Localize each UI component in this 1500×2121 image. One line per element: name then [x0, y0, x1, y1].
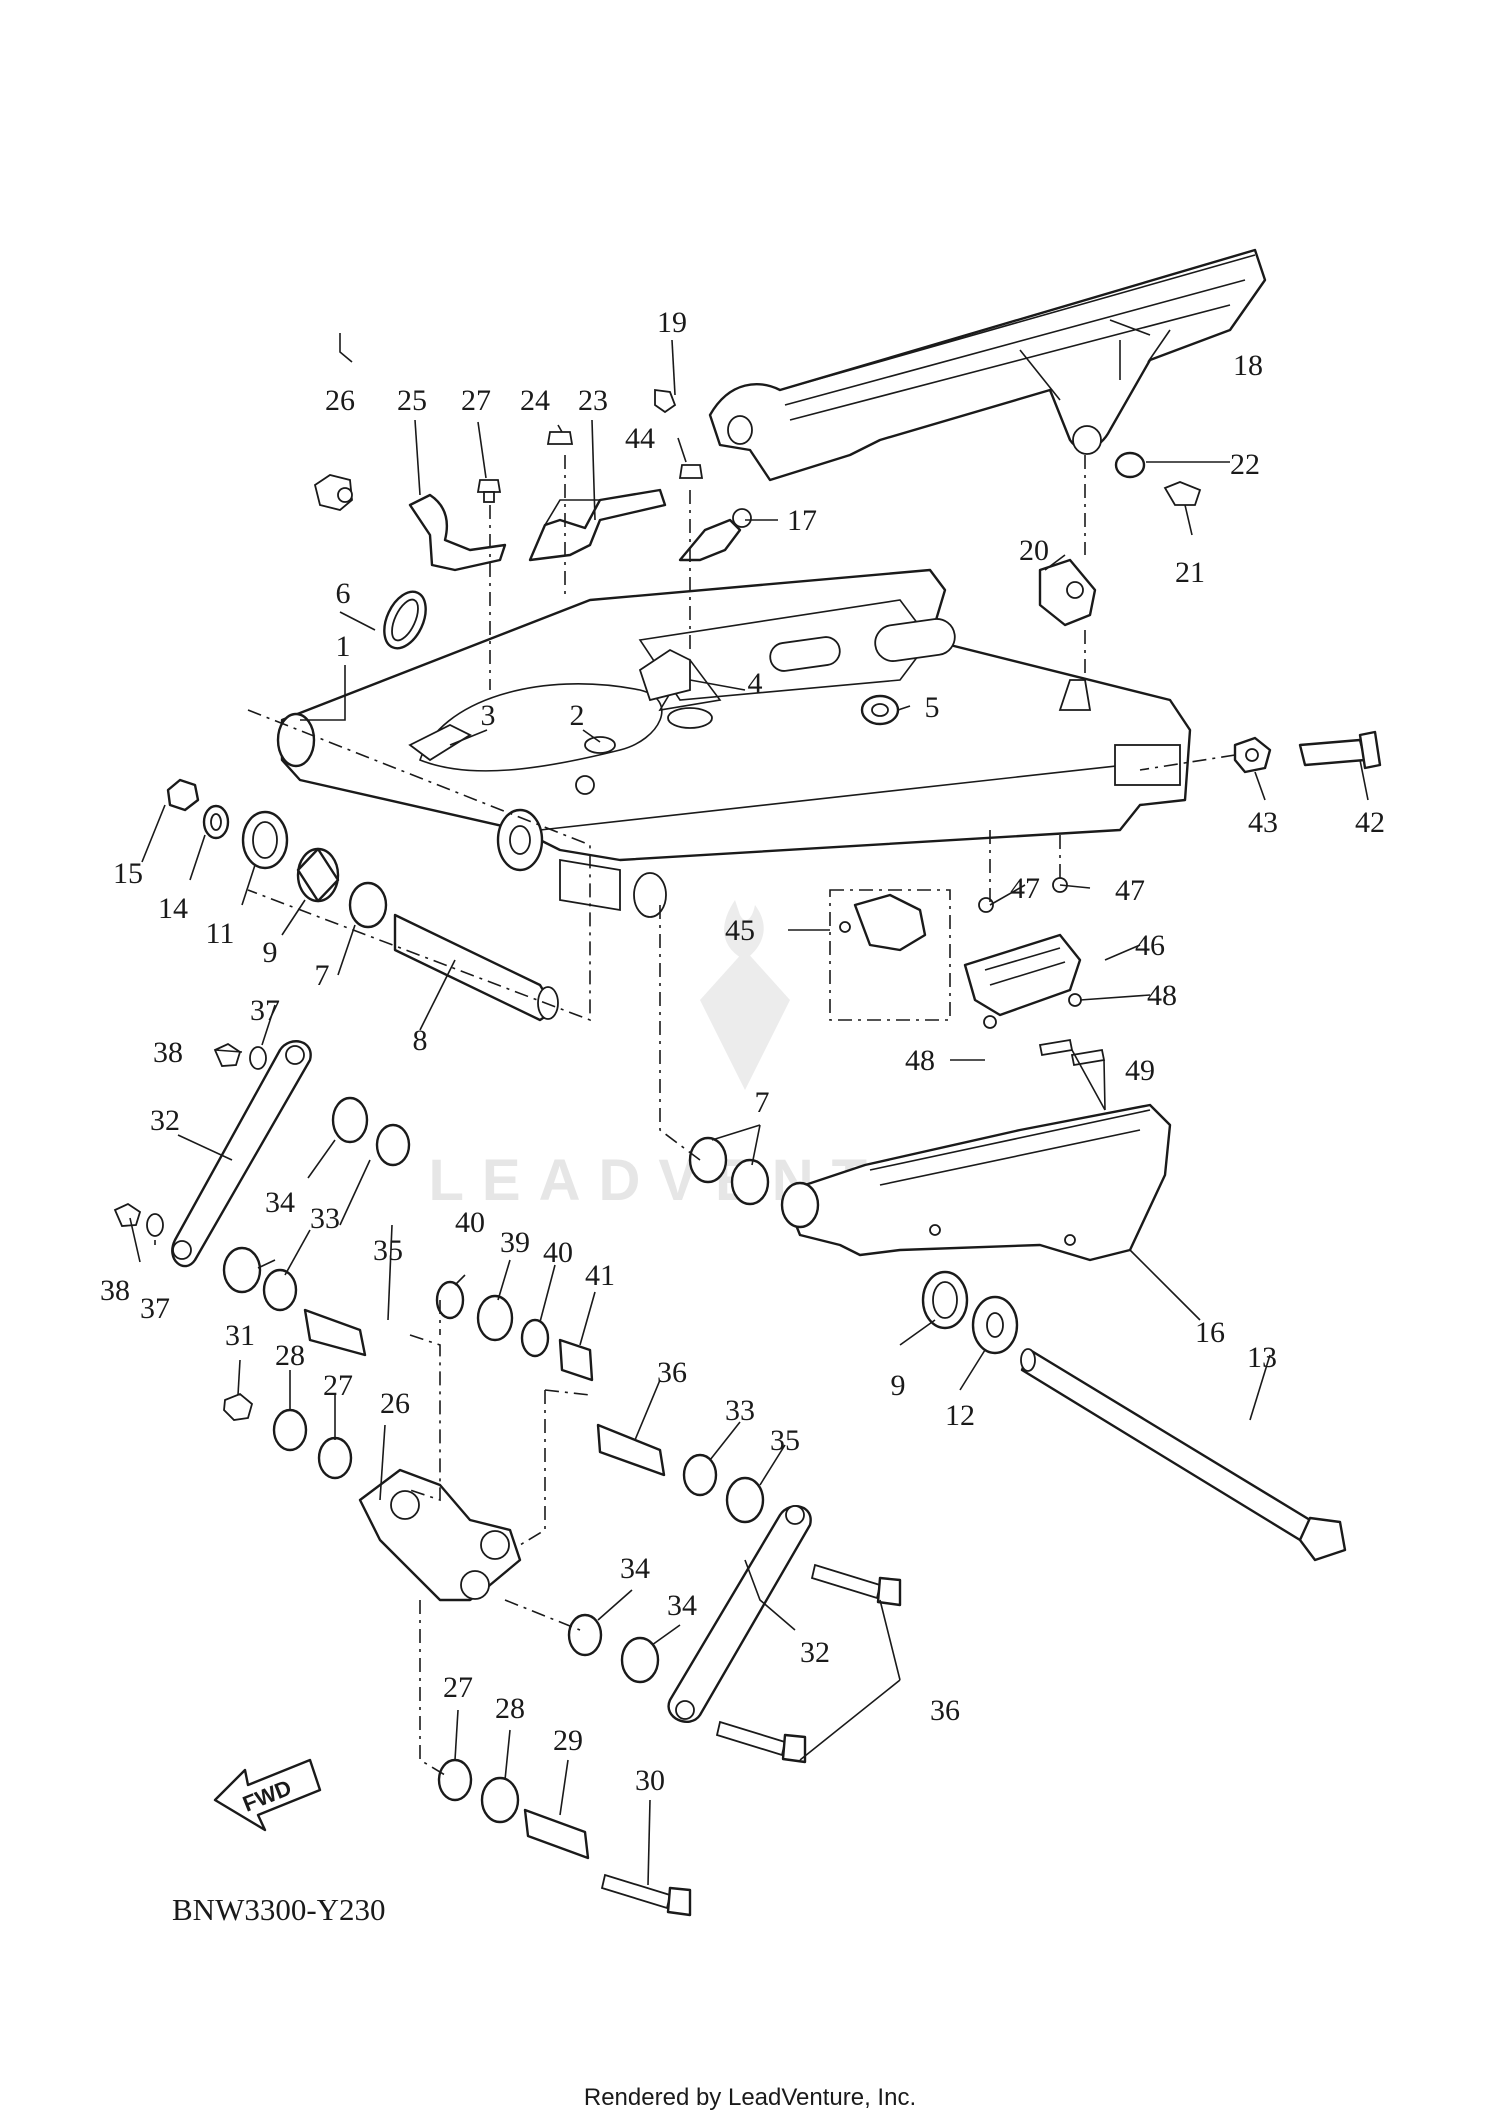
callout-34-left: 34 [265, 1186, 295, 1219]
callout-38-top: 38 [153, 1036, 183, 1069]
callout-15: 17 [787, 504, 817, 537]
callout-9-top: 9 [263, 936, 278, 969]
fwd-arrow-icon: FWD [213, 1758, 322, 1832]
callout-48-right: 48 [1147, 979, 1177, 1012]
assembly-dashed-lines [247, 455, 1236, 1776]
callout-47-right: 47 [1115, 874, 1145, 907]
callout-27-top: 27 [323, 1369, 353, 1402]
callout-44: 44 [625, 422, 655, 455]
callout-29: 29 [553, 1724, 583, 1757]
callout-6: 6 [336, 577, 351, 610]
rear-arm-parts[interactable] [688, 1103, 1347, 1562]
callout-13: 15 [113, 857, 143, 890]
upper-hardware-parts[interactable] [313, 388, 1382, 774]
callout-21: 23 [578, 384, 608, 417]
callout-19: 21 [1175, 556, 1205, 589]
callout-7-bottom: 7 [755, 1086, 770, 1119]
callout-2: 2 [570, 699, 585, 732]
relay-link-parts[interactable] [113, 1040, 902, 1917]
callout-33-lower: 34 [620, 1552, 650, 1585]
callout-46: 46 [1135, 929, 1165, 962]
callout-8: 8 [413, 1024, 428, 1057]
chain-slider-parts[interactable] [839, 877, 1106, 1067]
callout-11: 13 [1247, 1341, 1277, 1374]
callout-45: 45 [725, 914, 755, 947]
callout-14: 16 [1195, 1316, 1225, 1349]
callout-12: 14 [158, 892, 188, 925]
callout-22: 24 [520, 384, 550, 417]
callout-27-bottom: 27 [443, 1671, 473, 1704]
callout-37-top: 37 [250, 994, 280, 1027]
callout-41: 41 [585, 1259, 615, 1292]
callout-33-left: 33 [310, 1202, 340, 1235]
callout-9-bottom: 9 [891, 1369, 906, 1402]
callout-34-right: 35 [770, 1424, 800, 1457]
callout-33-right: 33 [725, 1394, 755, 1427]
callout-10-bottom: 12 [945, 1399, 975, 1432]
callout-28-bottom: 28 [495, 1692, 525, 1725]
chain-guard-part[interactable] [708, 248, 1267, 482]
callout-35-left: 35 [373, 1234, 403, 1267]
callout-39: 39 [500, 1226, 530, 1259]
render-credit: Rendered by LeadVenture, Inc. [584, 2084, 916, 2111]
callout-31: 31 [225, 1319, 255, 1352]
leader-lines [129, 319, 1369, 1886]
callout-32-right: 32 [800, 1636, 830, 1669]
callout-49: 49 [1125, 1054, 1155, 1087]
callout-37-bottom: 37 [140, 1292, 170, 1325]
callout-40-right: 40 [543, 1236, 573, 1269]
callout-10-top: 11 [206, 917, 235, 950]
callout-30: 30 [635, 1764, 665, 1797]
callout-16: 18 [1233, 349, 1263, 382]
callout-35-right: 36 [657, 1356, 687, 1389]
callout-25: 27 [461, 384, 491, 417]
callout-42: 42 [1355, 806, 1385, 839]
callout-5: 5 [925, 691, 940, 724]
callout-1: 1 [336, 630, 351, 663]
callout-43: 43 [1248, 806, 1278, 839]
callout-17: 19 [657, 306, 687, 339]
callout-23: 25 [397, 384, 427, 417]
callout-34-lower: 34 [667, 1589, 697, 1622]
callout-7-top: 7 [315, 959, 330, 992]
callout-4: 4 [748, 667, 763, 700]
callout-labels: 19 18 26 25 27 24 23 44 17 22 21 20 6 1 … [100, 306, 1385, 1797]
callout-24: 26 [325, 384, 355, 417]
callout-28-top: 28 [275, 1339, 305, 1372]
callout-32-left: 32 [150, 1104, 180, 1137]
diagram-code: BNW3300-Y230 [172, 1892, 386, 1927]
callout-18: 20 [1019, 534, 1049, 567]
callout-36: 36 [930, 1694, 960, 1727]
callout-3: 3 [481, 699, 496, 732]
pivot-bearing-stack[interactable] [166, 778, 559, 1022]
callout-26: 26 [380, 1387, 410, 1420]
callout-20: 22 [1230, 448, 1260, 481]
callout-47-left: 47 [1010, 872, 1040, 905]
callout-38-bottom: 38 [100, 1274, 130, 1307]
callout-48-left: 48 [905, 1044, 935, 1077]
callout-40-left: 40 [455, 1206, 485, 1239]
